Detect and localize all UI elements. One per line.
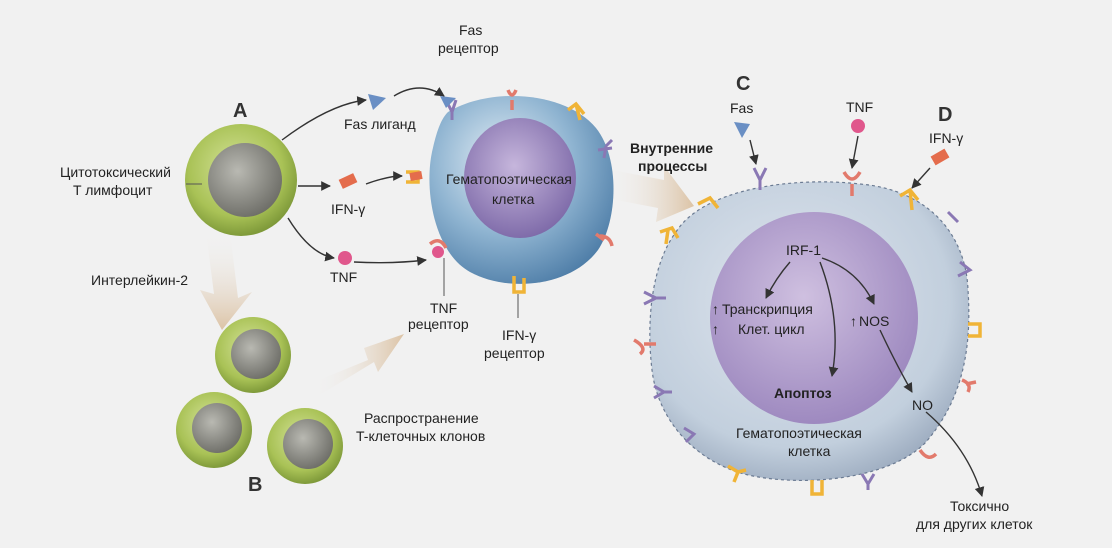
arrow-no-to-toxic — [925, 411, 985, 497]
apoptosis-label: Апоптоз — [774, 385, 832, 401]
ifn-top-label: IFN-γ — [929, 130, 964, 146]
ifn-receptor-icon — [512, 276, 526, 294]
ifn-gamma-icon — [338, 173, 358, 189]
fas-receptor-icon — [597, 138, 614, 159]
label-d: D — [938, 104, 953, 126]
ifn-gamma-label: IFN-γ — [331, 201, 366, 217]
tnf-receptor-label-line2: рецептор — [408, 316, 469, 332]
up-arrow-nos: ↑ — [850, 313, 857, 329]
ifn-gamma-icon — [930, 148, 950, 166]
tnf-receptor-icon — [918, 448, 938, 459]
arrow-irf-to-transcription — [765, 261, 791, 299]
internal-label-line1: Внутренние — [630, 140, 714, 156]
fas-receptor-icon — [752, 167, 768, 190]
tnf-label: TNF — [330, 269, 358, 285]
hematopoietic-cell-left — [429, 96, 614, 284]
fas-receptor-label-line1: Fas — [459, 22, 483, 38]
internal-large-arrow — [606, 166, 694, 222]
spread-label-line2: T-клеточных клонов — [356, 428, 486, 444]
cell-cycle-label: Клет. цикл — [738, 321, 805, 337]
spread-label-line1: Распространение — [364, 410, 479, 426]
label-b: B — [248, 474, 263, 496]
fas-icon — [734, 122, 750, 138]
toxic-label-line2: для других клеток — [916, 516, 1033, 532]
fas-top-label: Fas — [730, 100, 754, 116]
ifn-receptor-icon — [697, 195, 720, 210]
cytotoxic-t-cell — [185, 124, 297, 236]
ifn-receptor-icon — [727, 464, 747, 483]
label-c: C — [736, 73, 751, 95]
tnf-receptor-icon — [594, 232, 614, 247]
fas-receptor-icon — [643, 290, 666, 306]
fas-receptor-icon — [957, 260, 973, 278]
arrow-to-tnf — [287, 217, 335, 262]
arrow-irf-to-nos — [821, 257, 875, 305]
tnf-receptor-icon — [633, 338, 656, 356]
arrow-to-fas-ligand — [281, 96, 367, 141]
ifn-receptor-icon — [566, 101, 586, 121]
ifn-receptor-label-line2: рецептор — [484, 345, 545, 361]
tnf-icon — [851, 119, 865, 133]
t-cell-clone — [215, 317, 291, 393]
arrow-fas-in — [749, 139, 759, 165]
ifn-receptor-icon — [899, 187, 920, 211]
tnf-receptor-icon — [506, 89, 518, 110]
arrow-nos-to-no — [879, 329, 913, 393]
nos-label: NOS — [859, 313, 890, 329]
il2-large-arrow — [200, 232, 252, 330]
ctl-label-line1: Цитотоксический — [60, 164, 171, 180]
clonal-spread-large-arrow — [314, 334, 404, 396]
hsc-left-label-line2: клетка — [492, 191, 535, 207]
ifn-receptor-label-line1: IFN-γ — [502, 327, 537, 343]
transcription-label: Транскрипция — [722, 301, 813, 317]
up-arrow-transcription: ↑ — [712, 301, 719, 317]
fas-receptor-label-line2: рецептор — [438, 40, 499, 56]
ifn-receptor-icon — [659, 225, 680, 245]
ctl-label-line2: T лимфоцит — [73, 182, 153, 198]
tnf-receptor-icon — [842, 171, 862, 196]
arrow-tnf-to-receptor — [353, 256, 427, 266]
internal-label-line2: процессы — [638, 158, 708, 174]
arrow-irf-to-apoptosis — [819, 261, 839, 377]
fas-ligand-label: Fas лиганд — [344, 116, 416, 132]
tnf-icon — [338, 251, 352, 265]
no-label: NO — [912, 397, 933, 413]
fas-receptor-icon — [860, 473, 876, 490]
ifn-receptor-icon — [810, 480, 824, 496]
tnf-top-label: TNF — [846, 99, 874, 115]
il2-label: Интерлейкин-2 — [91, 272, 189, 288]
label-a: A — [233, 100, 248, 122]
arrow-ifn-in — [911, 167, 931, 189]
fas-receptor-icon — [946, 210, 960, 224]
arrow-ifn-to-receptor — [365, 171, 403, 185]
tnf-receptor-icon — [428, 239, 448, 258]
fas-receptor-icon — [683, 426, 697, 444]
hsc-right-label-line2: клетка — [788, 443, 831, 459]
fas-ligand-icon — [368, 94, 386, 110]
fas-receptor-icon — [653, 384, 672, 400]
ifn-receptor-icon — [406, 170, 423, 184]
tnf-receptor-icon — [961, 378, 977, 393]
arrow-tnf-in — [848, 135, 859, 169]
arrow-fas-ligand-to-receptor — [393, 87, 445, 97]
hsc-right-label-line1: Гематопоэтическая — [736, 425, 862, 441]
up-arrow-cell-cycle: ↑ — [712, 321, 719, 337]
toxic-label-line1: Токсично — [950, 498, 1010, 514]
t-cell-clone — [267, 408, 343, 484]
hematopoietic-cell-right — [649, 181, 970, 481]
t-cell-clone — [176, 392, 252, 468]
tnf-receptor-label-line1: TNF — [430, 300, 458, 316]
ifn-receptor-icon — [968, 322, 982, 338]
hsc-left-label-line1: Гематопоэтическая — [446, 171, 572, 187]
fas-receptor-icon — [440, 96, 458, 120]
irf1-label: IRF-1 — [786, 242, 821, 258]
